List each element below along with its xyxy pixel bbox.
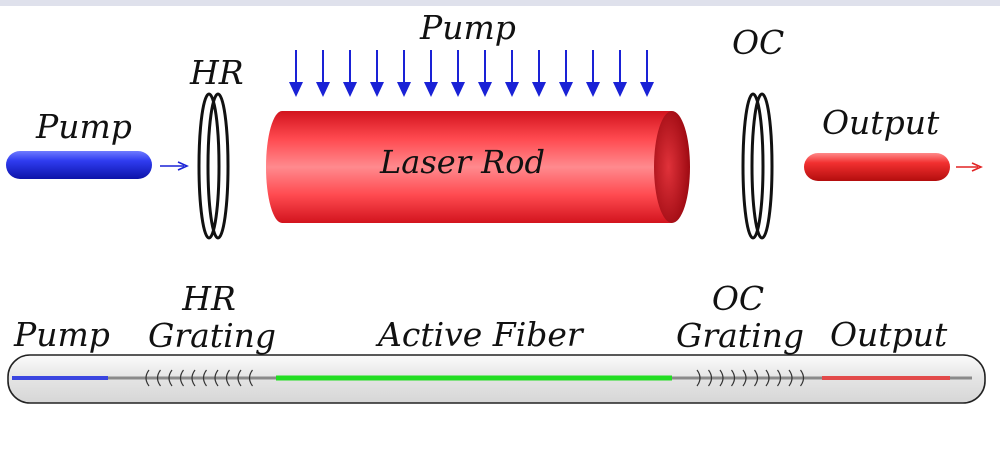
output-arrow-head <box>971 162 983 172</box>
oc-grating-line2: Grating <box>676 316 805 355</box>
grating-line <box>754 369 759 387</box>
grating-line <box>202 369 207 387</box>
top-border <box>0 0 1000 6</box>
grating-line <box>237 369 242 387</box>
grating-line <box>800 369 805 387</box>
down-arrow-icon <box>424 50 438 97</box>
down-arrow-icon <box>640 50 654 97</box>
output-label-top: Output <box>822 103 940 142</box>
fiber-tube <box>7 354 986 404</box>
fiber-output-label: Output <box>830 315 948 354</box>
oc-grating-label: OC Grating <box>676 279 805 355</box>
down-arrow-icon <box>505 50 519 97</box>
pump-arrows <box>289 50 654 97</box>
down-arrow-icon <box>559 50 573 97</box>
hr-grating-line1: HR <box>182 279 236 318</box>
oc-grating-icon <box>696 369 805 387</box>
grating-line <box>708 369 713 387</box>
oc-grating-line1: OC <box>711 279 765 318</box>
grating-line <box>214 369 219 387</box>
down-arrow-icon <box>478 50 492 97</box>
hr-grating-line2: Grating <box>148 316 277 355</box>
grating-line <box>145 369 150 387</box>
grating-line <box>742 369 747 387</box>
down-arrow-icon <box>316 50 330 97</box>
grating-line <box>225 369 230 387</box>
down-arrow-icon <box>370 50 384 97</box>
grating-line <box>777 369 782 387</box>
pump-beam <box>6 151 152 179</box>
grating-line <box>731 369 736 387</box>
laser-rod <box>266 111 690 223</box>
hr-grating-label: HR Grating <box>148 279 277 355</box>
down-arrow-icon <box>343 50 357 97</box>
grating-line <box>191 369 196 387</box>
down-arrow-icon <box>532 50 546 97</box>
grating-line <box>168 369 173 387</box>
grating-line <box>765 369 770 387</box>
grating-line <box>788 369 793 387</box>
oc-mirror-icon <box>741 92 774 240</box>
grating-line <box>156 369 161 387</box>
down-arrow-icon <box>451 50 465 97</box>
hr-label: HR <box>190 53 244 92</box>
pump-arrow-head <box>177 161 189 171</box>
down-arrow-icon <box>397 50 411 97</box>
down-arrow-icon <box>586 50 600 97</box>
oc-label: OC <box>732 23 785 62</box>
grating-line <box>179 369 184 387</box>
grating-line <box>696 369 701 387</box>
laser-rod-label: Laser Rod <box>380 143 545 181</box>
hr-mirror-icon <box>197 92 230 240</box>
output-beam <box>804 153 950 181</box>
grating-line <box>719 369 724 387</box>
down-arrow-icon <box>289 50 303 97</box>
fiber-pump-label: Pump <box>14 315 110 354</box>
grating-line <box>248 369 253 387</box>
hr-grating-icon <box>145 369 253 387</box>
down-arrow-icon <box>613 50 627 97</box>
active-fiber-label: Active Fiber <box>378 315 583 354</box>
pump-label-left: Pump <box>36 107 132 146</box>
pump-label-top: Pump <box>420 8 516 47</box>
